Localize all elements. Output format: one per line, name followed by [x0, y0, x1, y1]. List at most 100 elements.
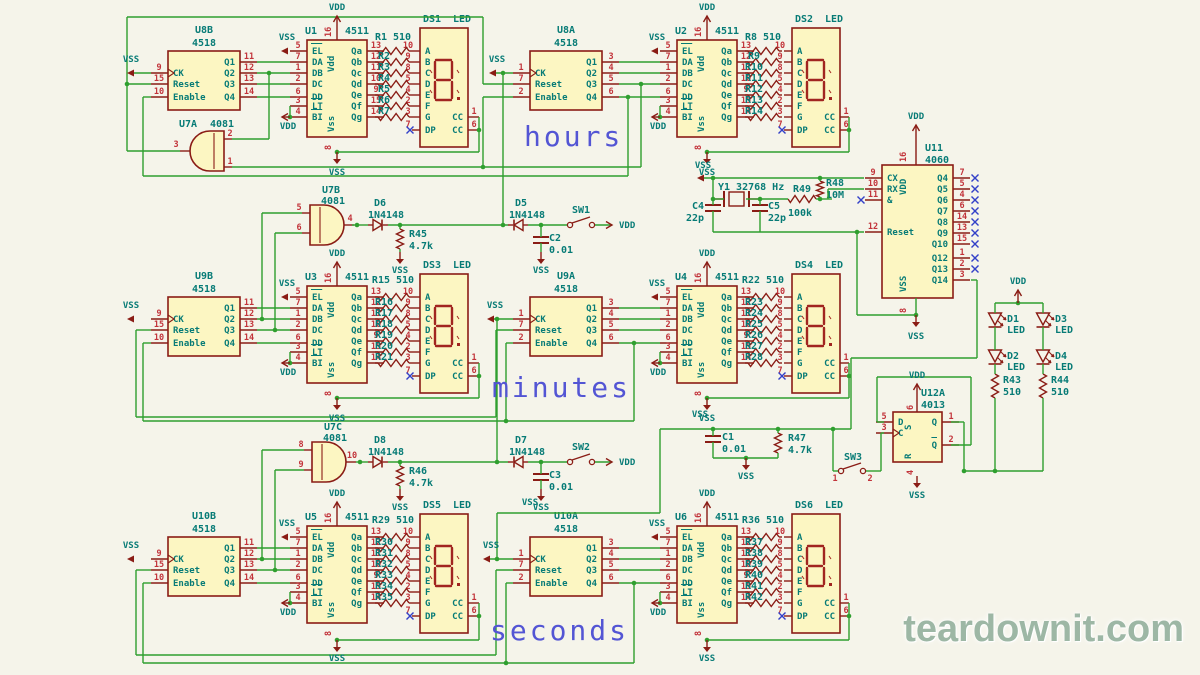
- label: Vdd: [697, 302, 707, 318]
- label: U3: [305, 272, 317, 283]
- label: 4: [608, 309, 613, 319]
- junction-dot: [631, 340, 637, 346]
- label: Q10: [932, 240, 948, 250]
- label: 16: [324, 513, 334, 523]
- label: Q13: [932, 265, 948, 275]
- label: 2: [665, 320, 670, 330]
- label: 12: [244, 63, 254, 73]
- label: CC: [452, 126, 463, 136]
- label: SW3: [844, 452, 862, 463]
- label: 11: [371, 309, 381, 319]
- label: D: [797, 566, 803, 576]
- label: U5: [305, 512, 317, 523]
- label: B: [797, 304, 803, 314]
- label: DP: [797, 372, 808, 382]
- label: Qa: [351, 293, 362, 303]
- label: D: [898, 418, 904, 428]
- resistor-body: [747, 112, 780, 122]
- label: E: [797, 91, 802, 101]
- label: Qc: [721, 555, 732, 565]
- label: R36 510: [742, 515, 784, 526]
- label: VSS: [649, 519, 665, 529]
- resistor-body: [747, 336, 780, 346]
- label: Qg: [351, 359, 362, 369]
- label: D4: [1055, 351, 1067, 362]
- no-connect-icon: [406, 612, 414, 620]
- section-label-minutes: minutes: [492, 371, 632, 404]
- power-vss: VSS: [487, 301, 503, 323]
- label: 2: [518, 87, 523, 97]
- power-vdd: VDD: [699, 249, 716, 286]
- label: DA: [312, 58, 323, 68]
- label: 1: [471, 593, 476, 603]
- label: 9: [373, 85, 378, 95]
- label: 8: [324, 631, 334, 636]
- label: VSS: [533, 266, 549, 276]
- label: Q1: [224, 58, 235, 68]
- label: 6: [608, 573, 613, 583]
- label: Q9: [937, 229, 948, 239]
- label: VSS: [699, 654, 715, 664]
- label: Q4: [937, 174, 948, 184]
- net-label: VSS: [692, 410, 708, 420]
- label: VDD: [280, 122, 297, 132]
- label: 5: [665, 41, 670, 51]
- no-connect-icon: [971, 218, 979, 226]
- label: VDD: [329, 3, 346, 13]
- junction-dot: [272, 567, 278, 573]
- label: R41: [745, 581, 763, 592]
- label: LT: [312, 348, 323, 358]
- label: D3: [1055, 314, 1067, 325]
- label: 12: [371, 538, 381, 548]
- label: 7: [518, 320, 523, 330]
- label: EL: [312, 293, 323, 303]
- no-connect-icon: [778, 612, 786, 620]
- label: VDD: [909, 371, 926, 381]
- label: G: [425, 113, 430, 123]
- label: F: [425, 588, 430, 598]
- label: 9: [743, 571, 748, 581]
- label: Qe: [721, 577, 732, 587]
- label: R: [904, 453, 914, 459]
- label: U10B: [192, 511, 216, 522]
- label: 0.01: [549, 482, 573, 493]
- power-vss: VSS: [649, 33, 665, 55]
- label: CK: [173, 315, 184, 325]
- label: 9: [156, 63, 161, 73]
- label: CC: [824, 113, 835, 123]
- label: E: [797, 337, 802, 347]
- seven-segment-digit: [801, 58, 832, 102]
- label: C: [797, 69, 802, 79]
- label: 14: [244, 87, 254, 97]
- label: 8: [899, 308, 909, 313]
- label: Qb: [351, 544, 362, 554]
- label: F: [797, 588, 802, 598]
- label: Q3: [586, 566, 597, 576]
- label: Q3: [586, 80, 597, 90]
- label: Vss: [327, 602, 337, 618]
- label: VSS: [123, 301, 139, 311]
- label: VSS: [329, 414, 345, 424]
- seven-segment-digit: [429, 58, 460, 102]
- label: R17: [375, 308, 393, 319]
- resistor-body: [377, 565, 410, 575]
- label: Q5: [937, 185, 948, 195]
- label: R24: [745, 308, 763, 319]
- label: R1 510: [375, 32, 411, 43]
- label: C: [797, 555, 802, 565]
- section-label-seconds: seconds: [490, 614, 630, 647]
- label: 15: [371, 342, 381, 352]
- label: A: [797, 533, 803, 543]
- label: Q1: [586, 58, 597, 68]
- resistor-body: [747, 57, 780, 67]
- label: Q3: [224, 566, 235, 576]
- junction-dot: [354, 222, 360, 228]
- label: B: [425, 58, 431, 68]
- label: 2: [405, 342, 410, 352]
- label: VSS: [329, 168, 345, 178]
- label: DB: [312, 315, 323, 325]
